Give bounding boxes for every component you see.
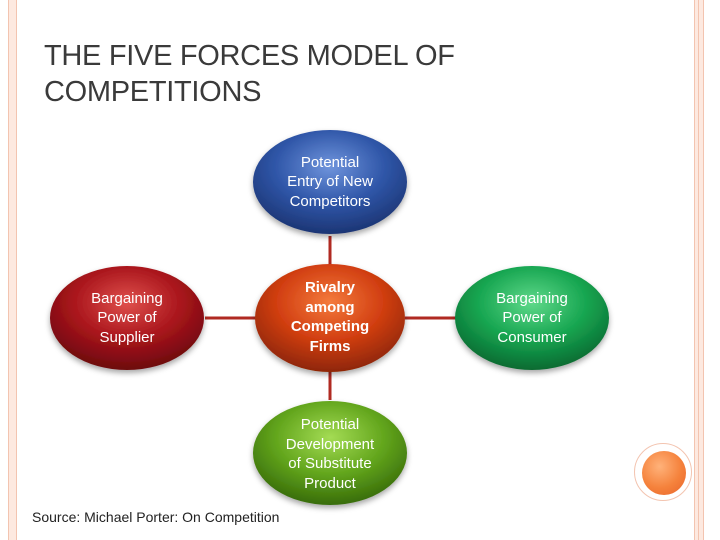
- node-substitute-line-2: Development: [285, 435, 375, 453]
- right-decorative-border: [694, 0, 704, 540]
- node-consumer-power-label: Bargaining Power of Consumer: [457, 271, 607, 365]
- node-substitute: [253, 401, 407, 505]
- node-consumer-power-line-2: Power of: [502, 309, 562, 327]
- slide-title-line-2: COMPETITIONS: [44, 76, 262, 108]
- node-substitute-line-4: Product: [304, 474, 356, 492]
- node-supplier-power-line-1: Bargaining: [91, 289, 163, 307]
- node-consumer-power: [455, 266, 609, 370]
- node-rivalry-label: Rivalry among Competing Firms: [255, 268, 405, 366]
- node-supplier-power-line-3: Supplier: [99, 328, 155, 346]
- node-rivalry-line-3: Competing: [290, 318, 370, 335]
- node-potential-entry-line-1: Potential: [300, 153, 360, 171]
- node-consumer-power-line-3: Consumer: [497, 328, 567, 346]
- node-potential-entry-line-3: Competitors: [289, 192, 371, 210]
- node-rivalry-line-4: Firms: [309, 337, 351, 355]
- node-potential-entry: [253, 130, 407, 234]
- slide-title: THE FIVE FORCES MODEL OF COMPETITIONS: [44, 38, 564, 110]
- slide-title-line-1: THE FIVE FORCES MODEL OF: [44, 40, 455, 72]
- node-consumer-power-line-1: Bargaining: [496, 289, 568, 307]
- node-rivalry-line-1: Rivalry: [304, 279, 356, 296]
- node-supplier-power-label: Bargaining Power of Supplier: [52, 271, 202, 365]
- source-citation: Source: Michael Porter: On Competition: [32, 509, 280, 525]
- connectors: [205, 236, 458, 400]
- left-decorative-border: [8, 0, 17, 540]
- node-rivalry-line-2: among: [305, 298, 355, 316]
- decorative-orange-circle: [642, 451, 686, 495]
- node-substitute-label: Potential Development of Substitute Prod…: [255, 407, 405, 501]
- node-substitute-line-1: Potential: [300, 416, 360, 433]
- decorative-ring: [634, 443, 692, 501]
- node-potential-entry-line-2: Entry of New: [287, 173, 373, 191]
- node-supplier-power: [50, 266, 204, 370]
- node-substitute-line-3: of Substitute: [288, 455, 372, 472]
- node-rivalry: [255, 264, 405, 372]
- node-supplier-power-line-2: Power of: [97, 309, 157, 327]
- node-potential-entry-label: Potential Entry of New Competitors: [255, 135, 405, 229]
